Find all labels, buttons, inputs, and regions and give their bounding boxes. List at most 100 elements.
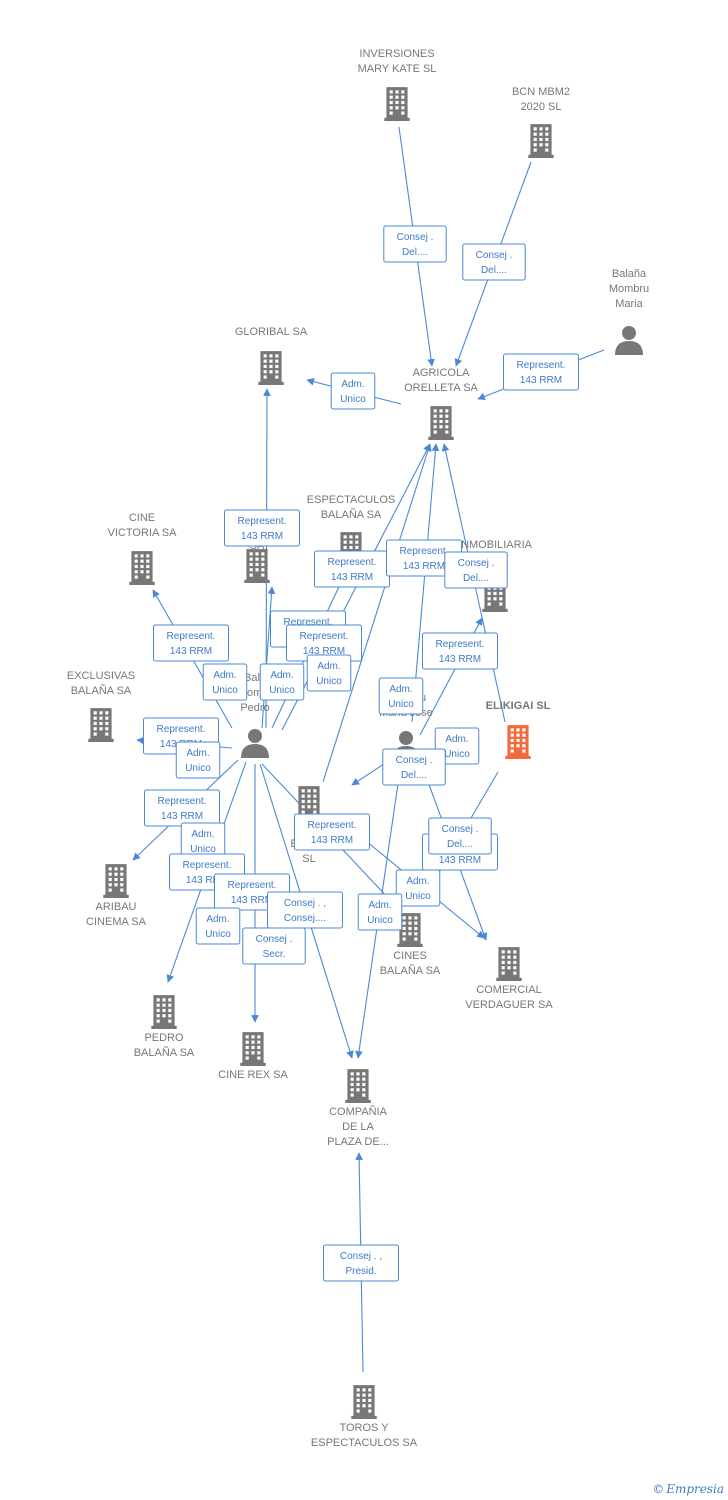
building-icon [103,864,129,898]
relation-label[interactable]: Consej . ,Presid. [323,1244,399,1282]
relation-label[interactable]: Adm.Unico [195,907,241,945]
relation-label-box [242,927,306,965]
relation-label[interactable]: Adm.Unico [180,822,226,860]
relation-label-text: Adm. [368,900,391,911]
relation-label[interactable]: Adm. Unico [202,663,248,701]
relation-label-text: 143 RRM [241,531,283,542]
relation-label-text: Represent. [300,631,349,642]
relation-label[interactable]: Adm.Unico [330,372,376,410]
relation-label[interactable]: Adm. Unico [306,654,352,692]
relation-label[interactable]: Adm.Unico [395,869,441,907]
node-elikigai[interactable]: ELIKIGAI SL [486,700,551,759]
node-label: PLAZA DE... [327,1136,389,1148]
relation-label-text: Consej . , [284,898,326,909]
relation-label-box [306,654,352,692]
building-icon [345,1069,371,1103]
relation-label[interactable]: Adm.Unico [357,893,403,931]
relation-label-text: Unico [205,929,231,940]
relation-label[interactable]: Consej . ,Consej.... [267,891,343,929]
relation-label-text: Represent. [167,631,216,642]
node-label: AGRICOLA [413,367,471,379]
relation-label-text: Secr. [263,949,286,960]
relation-label-text: Represent. [183,860,232,871]
relation-label-text: Consej . [458,558,495,569]
building-icon [351,1385,377,1419]
relation-label-text: Unico [405,891,431,902]
relation-label-text: Unico [185,763,211,774]
relation-label-box [202,663,248,701]
relation-label[interactable]: Consej .Del.... [383,225,447,263]
relation-label-box [422,632,498,670]
relation-label-text: Represent. [158,796,207,807]
relation-label[interactable]: Adm.Unico [434,727,480,765]
relation-label-text: Unico [316,676,342,687]
building-icon [428,406,454,440]
relation-label[interactable]: Represent.143 RRM [314,550,390,588]
relation-label-text: Represent. [238,516,287,527]
node-label: BALAÑA SA [71,684,132,697]
relation-label[interactable]: Consej . Del.... [444,551,508,589]
relation-label-text: Adm. [191,829,214,840]
node-label: ELIKIGAI SL [486,700,551,712]
relation-label-text: Adm. [270,670,293,681]
relation-label-box [444,551,508,589]
relation-label-text: Represent. [400,546,449,557]
building-icon [240,1032,266,1066]
relation-label[interactable]: Adm.Unico [175,741,221,779]
relation-label[interactable]: Represent.143 RRM [294,813,370,851]
relation-label[interactable]: Consej .Del.... [382,748,446,786]
node-gloribal[interactable]: GLORIBAL SA [235,326,308,385]
relation-label[interactable]: Consej .Del.... [462,243,526,281]
building-icon [244,549,270,583]
relation-label-text: Adm. [213,670,236,681]
relation-label-text: 143 RRM [170,646,212,657]
brand-footer[interactable]: ©Empresia [652,1482,724,1496]
node-label: SL [302,853,315,865]
relation-label-text: 143 RRM [439,855,481,866]
building-icon [151,995,177,1029]
relation-label[interactable]: Represent.143 RRM [503,353,579,391]
person-icon [241,729,269,758]
relation-label[interactable]: Represent. 143 RRM [153,624,229,662]
relation-label-text: Del.... [481,265,507,276]
node-cine_rex[interactable]: CINE REX SA [218,1032,289,1081]
relation-label-text: 143 RRM [403,561,445,572]
relation-label-box [195,907,241,945]
relation-label-text: 143 RRM [186,875,228,886]
relation-label[interactable]: Represent. 143 RRM [224,509,300,547]
relation-label-text: Represent. [436,639,485,650]
relation-label[interactable]: Represent.143 RRM [422,632,498,670]
building-icon [129,551,155,585]
relation-label[interactable]: Represent.143 RRM [144,789,220,827]
relation-label-text: Del.... [463,573,489,584]
relation-label[interactable]: Adm.Unico [259,663,305,701]
relation-label-box [378,677,424,715]
relation-label-text: Unico [212,685,238,696]
relation-labels-layer: Consej .Del....Consej .Del....Represent.… [143,225,579,1282]
relation-label-text: Adm. [317,661,340,672]
relation-label-text: Del.... [447,839,473,850]
relation-label-text: Represent. [157,724,206,735]
relation-label-box [503,353,579,391]
building-icon [505,725,531,759]
building-icon [258,351,284,385]
relation-label[interactable]: Consej .Del.... [428,817,492,855]
node-label: GLORIBAL SA [235,326,308,338]
relation-label[interactable]: Adm.Unico [378,677,424,715]
relation-label[interactable]: Consej .Secr. [242,927,306,965]
relation-label-box [224,509,300,547]
